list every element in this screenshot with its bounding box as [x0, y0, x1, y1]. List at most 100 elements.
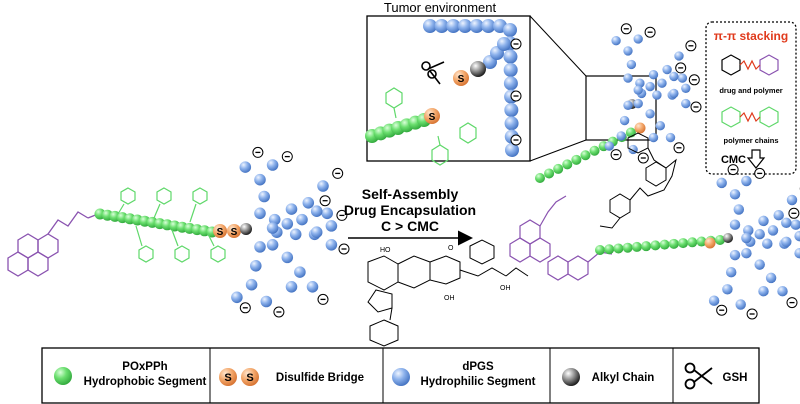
disulfide-unit: [704, 237, 716, 249]
dpgs-unit: [648, 132, 659, 143]
dpgs-unit: [786, 194, 798, 206]
dpgs-unit: [628, 144, 638, 155]
sulfur-label: S: [231, 227, 238, 238]
dpgs-unit: [306, 281, 319, 293]
inset-green-chain: [365, 113, 431, 143]
dpgs-unit: [777, 285, 788, 297]
dpgs-unit: [503, 63, 518, 77]
dpgs-unit: [302, 197, 315, 209]
poxpph-unit: [668, 238, 679, 249]
green-backbone-left: [94, 208, 218, 238]
legend-alkyl-sphere: [562, 368, 580, 386]
dpgs-unit: [260, 295, 273, 308]
dpgs-unit: [716, 177, 727, 189]
inset-blue-chain: [423, 19, 522, 157]
legend-disulfide-sphere: [219, 368, 237, 386]
dpgs-unit: [481, 19, 496, 33]
dpgs-unit: [767, 225, 779, 236]
charge-markers-micelle: [610, 23, 800, 320]
dpgs-unit: [765, 272, 777, 284]
poxpph-unit: [687, 237, 698, 248]
dpgs-unit: [681, 98, 691, 109]
dpgs-unit: [722, 284, 733, 295]
stacking-title: π-π stacking: [714, 29, 788, 43]
dpgs-unit: [665, 132, 676, 143]
dpgs-unit: [633, 34, 643, 44]
dpgs-unit: [231, 291, 243, 304]
left-polymer: S S: [7, 146, 350, 318]
dpgs-unit: [504, 116, 519, 131]
dpgs-unit: [674, 51, 684, 61]
poxpph-unit: [580, 150, 591, 161]
scissors-icon: [421, 61, 445, 85]
arrow-label-line1: Self-Assembly: [362, 186, 459, 202]
tumor-environment-inset: Tumor environment S S: [365, 0, 657, 166]
dpgs-unit: [729, 219, 741, 230]
dpgs-unit: [281, 218, 294, 230]
down-arrow-icon: [746, 149, 766, 169]
arrow-label-line3: C > CMC: [381, 218, 439, 234]
dpgs-unit: [645, 109, 655, 119]
dpgs-unit: [281, 251, 294, 264]
dpgs-unit: [669, 71, 679, 82]
charge-markers-left: [239, 146, 350, 318]
inset-sulfur-label: S: [458, 74, 465, 85]
drug-molecule: HO O OH OH: [367, 239, 529, 347]
micelle-assembly: [509, 23, 800, 320]
dpgs-unit: [754, 228, 765, 240]
dpgs-unit: [669, 88, 679, 99]
dpgs-unit: [245, 278, 258, 291]
poxpph-unit: [535, 173, 545, 183]
dpgs-unit: [434, 19, 449, 33]
dpgs-unit: [794, 230, 800, 242]
dpgs-unit: [254, 241, 266, 253]
dpgs-unit: [648, 70, 659, 80]
poxpph-unit: [715, 235, 725, 245]
dpgs-unit: [623, 100, 633, 110]
dpgs-unit: [604, 141, 614, 151]
dpgs-unit: [294, 266, 306, 278]
legend-scissors-icon: [684, 362, 713, 390]
legend-blue-sphere: [392, 368, 410, 386]
dpgs-unit: [623, 73, 633, 83]
disulfide-bridge-left: S S: [213, 223, 252, 238]
cmc-label: CMC: [721, 154, 746, 166]
poxpph-unit: [544, 168, 555, 179]
poxpph-unit: [553, 163, 564, 174]
poxpph-unit: [589, 145, 600, 156]
dpgs-unit: [505, 143, 519, 157]
legend-blue-label-2: Hydrophilic Segment: [420, 376, 535, 388]
dpgs-unit: [266, 222, 279, 234]
dpgs-dendrimer-left: [231, 159, 338, 308]
alkyl-chain-sphere: [723, 233, 733, 243]
embedded-drug: [599, 132, 677, 229]
poxpph-unit: [622, 242, 633, 253]
dpgs-unit: [423, 19, 437, 33]
dpgs-dendrimer-micelle: [604, 34, 800, 310]
dpgs-unit: [729, 249, 741, 261]
dpgs-unit: [469, 19, 484, 33]
dpgs-unit: [310, 226, 323, 238]
dpgs-unit: [733, 204, 745, 215]
inset-sulfur-label: S: [429, 112, 436, 123]
stacking-caption-polymer-chains: polymer chains: [723, 136, 778, 145]
poxpph-unit: [571, 154, 582, 165]
dpgs-unit: [258, 190, 270, 203]
dpgs-unit: [794, 247, 800, 259]
phenyl-pendants-left: [117, 187, 226, 263]
dpgs-unit: [773, 209, 784, 221]
dpgs-unit: [741, 175, 752, 187]
dpgs-unit: [446, 19, 461, 33]
dpgs-unit: [645, 81, 655, 92]
dpgs-unit: [790, 219, 800, 230]
legend-blue-label-1: dPGS: [462, 361, 494, 373]
dpgs-unit: [458, 19, 472, 33]
inset-title: Tumor environment: [384, 0, 497, 15]
dpgs-unit: [503, 49, 518, 64]
dpgs-unit: [285, 203, 298, 215]
pyrene-group: [7, 211, 99, 277]
dpgs-unit: [762, 238, 773, 249]
dpgs-unit: [781, 217, 792, 229]
legend-disulfide-sphere: [241, 368, 259, 386]
